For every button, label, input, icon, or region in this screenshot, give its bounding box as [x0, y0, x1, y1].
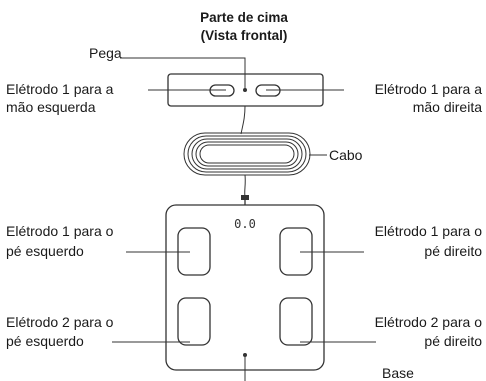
base-label: Base: [382, 365, 414, 381]
left-foot-electrode-2-label-line-1: Elétrodo 2 para o: [6, 314, 114, 330]
display-reading: 0.0: [234, 217, 256, 231]
handle-leader-line: [120, 57, 246, 88]
left-hand-electrode-label-line-2: mão esquerda: [6, 99, 96, 115]
left-foot-electrode-1-label-line-2: pé esquerdo: [6, 243, 84, 259]
cable-connector: [241, 195, 249, 200]
right-hand-electrode-label-line-2: mão direita: [413, 99, 482, 115]
handle-center-dot: [243, 88, 247, 92]
right-foot-electrode-2: [279, 297, 313, 346]
title-line-1: Parte de cima: [200, 10, 288, 25]
cable-upper-segment: [240, 105, 246, 135]
title-line-2: (Vista frontal): [201, 28, 288, 43]
left-foot-electrode-1-label-line-1: Elétrodo 1 para o: [6, 223, 114, 239]
cable-label: Cabo: [329, 147, 363, 163]
handle-label: Pega: [89, 45, 122, 61]
right-foot-electrode-2-label-line-2: pé direito: [424, 333, 482, 349]
left-foot-electrode-2: [177, 297, 211, 346]
right-foot-electrode-1-label-line-2: pé direito: [424, 243, 482, 259]
cable-coil: [183, 132, 311, 176]
base-center-dot: [243, 353, 247, 357]
cable-lower-segment: [244, 174, 246, 198]
left-foot-electrode-2-label-line-2: pé esquerdo: [6, 333, 84, 349]
right-foot-electrode-1-label-line-1: Elétrodo 1 para o: [375, 223, 483, 239]
left-hand-electrode-label-line-1: Elétrodo 1 para a: [6, 81, 114, 97]
right-hand-electrode-label-line-1: Elétrodo 1 para a: [375, 81, 483, 97]
scale-base: 0.0: [165, 204, 325, 371]
right-foot-electrode-2-label-line-1: Elétrodo 2 para o: [375, 314, 483, 330]
